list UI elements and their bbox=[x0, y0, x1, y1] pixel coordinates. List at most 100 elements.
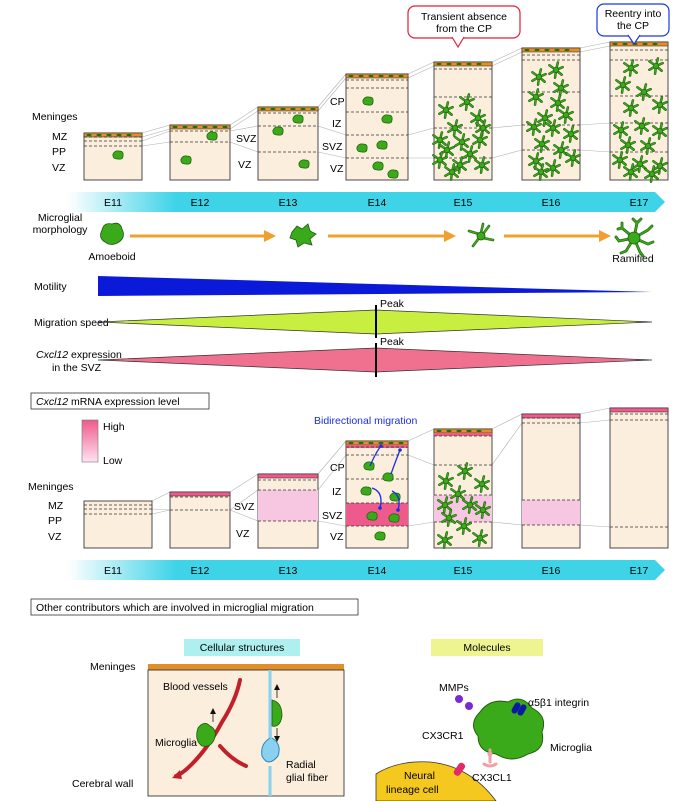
connector-top bbox=[229, 110, 259, 130]
process-fill bbox=[444, 163, 460, 181]
process-fill bbox=[432, 151, 448, 169]
meningeal-cell bbox=[172, 125, 178, 129]
connector-top bbox=[491, 51, 523, 67]
cxcl12-meningeal-band bbox=[257, 473, 319, 479]
connector-bottom bbox=[491, 521, 523, 526]
cxcl12-meningeal-band bbox=[521, 413, 581, 419]
b-label-iz-e14: IZ bbox=[332, 486, 342, 498]
cell-body bbox=[555, 100, 561, 106]
process-fill bbox=[474, 156, 490, 174]
expression-block-E15 bbox=[433, 428, 493, 549]
expression-legend: High Low bbox=[81, 419, 125, 467]
cell-body bbox=[570, 155, 576, 161]
connector-bottom bbox=[407, 454, 435, 466]
cell-body bbox=[437, 137, 443, 143]
microglia-amoeboid bbox=[372, 161, 384, 171]
microglia-ramified bbox=[652, 122, 668, 140]
label-vz-e13: VZ bbox=[238, 159, 252, 171]
microglia-ramified bbox=[623, 99, 639, 117]
meningeal-cell bbox=[524, 48, 530, 52]
cell-body bbox=[563, 112, 569, 118]
migration-arrowhead bbox=[379, 444, 383, 448]
layer-connector-lines bbox=[141, 41, 611, 159]
process-fill bbox=[528, 152, 544, 170]
meningeal-cell bbox=[290, 107, 296, 111]
cx3cr1-label: CX3CR1 bbox=[422, 730, 464, 742]
meninges-layer bbox=[521, 47, 581, 53]
vessel-arrow-head bbox=[172, 770, 182, 779]
callout-reentry-line1: Reentry into bbox=[605, 8, 662, 20]
cell-body bbox=[558, 147, 564, 153]
migration-arrow bbox=[390, 449, 401, 475]
connector-bottom bbox=[229, 509, 259, 522]
motility-row: Motility bbox=[34, 276, 652, 296]
meningeal-cell bbox=[126, 133, 132, 137]
meningeal-cell bbox=[436, 62, 442, 66]
meningeal-cell bbox=[388, 441, 394, 445]
process-fill bbox=[648, 57, 664, 75]
microglia-ramified bbox=[441, 509, 457, 527]
process-fill bbox=[545, 119, 561, 137]
morphology-row: Microglial morphology Amoeboid bbox=[33, 212, 655, 265]
microglia-amoeboid bbox=[387, 169, 399, 179]
microglia-ramified bbox=[648, 57, 664, 75]
meningeal-cell bbox=[106, 133, 112, 137]
label-mz: MZ bbox=[52, 131, 68, 143]
mmp-molecule-1 bbox=[455, 695, 463, 703]
contributors-title-box bbox=[30, 598, 359, 616]
process-fill bbox=[475, 501, 491, 519]
microglia-ramified bbox=[652, 96, 668, 114]
connector-top bbox=[579, 149, 611, 153]
cxcl12-svz-label-line1: Cxcl12 expression bbox=[36, 349, 122, 361]
microglia-ramified bbox=[450, 485, 466, 503]
microglia-ramified bbox=[462, 496, 478, 514]
cell-body bbox=[461, 523, 467, 529]
meningeal-cell bbox=[86, 133, 92, 137]
connector-bottom bbox=[407, 428, 435, 442]
microglia-ramified bbox=[652, 157, 668, 175]
process-fill bbox=[553, 79, 569, 97]
morphology-arrow-3 bbox=[504, 230, 611, 242]
migration-arrowhead bbox=[398, 448, 402, 452]
microglia-on-vessel bbox=[196, 723, 216, 747]
stage-block-E17 bbox=[609, 41, 669, 183]
timeline-label-bottom-E12: E12 bbox=[191, 565, 210, 577]
cell-body bbox=[620, 82, 626, 88]
meningeal-cell bbox=[368, 74, 374, 78]
connector-bottom bbox=[579, 407, 611, 415]
process-fill bbox=[553, 141, 569, 159]
cell-body bbox=[542, 115, 548, 121]
migration-speed-label: Migration speed bbox=[34, 317, 109, 329]
cortex-stage-blocks bbox=[83, 41, 669, 183]
microglia-amoeboid bbox=[292, 114, 304, 124]
morphology-label-line1: Microglial bbox=[38, 212, 82, 224]
process-fill bbox=[472, 529, 488, 547]
microglia-mol-label: Microglia bbox=[550, 742, 592, 754]
callout-absence-line2: from the CP bbox=[436, 23, 492, 35]
connector-bottom bbox=[317, 520, 347, 527]
connector-top bbox=[317, 77, 347, 112]
cx3cl1-ligand bbox=[453, 762, 466, 776]
b-label-mz: MZ bbox=[48, 500, 64, 512]
microglia-ramified bbox=[640, 137, 656, 155]
meningeal-cell bbox=[456, 429, 462, 433]
connector-top bbox=[141, 124, 171, 134]
cell-body bbox=[446, 515, 452, 521]
cell-body bbox=[533, 158, 539, 164]
cell-body bbox=[475, 115, 481, 121]
process-fill bbox=[640, 137, 656, 155]
semi-ramified-microglia-icon bbox=[467, 222, 495, 248]
cxcl12-mz-band bbox=[346, 445, 408, 448]
process-fill bbox=[447, 119, 463, 137]
stage-block-E15 bbox=[432, 61, 493, 181]
microglia-amoeboid bbox=[363, 461, 375, 471]
amoeboid-microglia-icon bbox=[100, 222, 124, 245]
bidirectional-label: Bidirectional migration bbox=[314, 415, 417, 427]
cell-body bbox=[536, 74, 542, 80]
microglia-amoeboid bbox=[180, 155, 192, 165]
microglia-ramified bbox=[636, 83, 652, 101]
top-panel: Meninges MZ PP VZ SVZ VZ CP IZ SVZ VZ Tr… bbox=[32, 3, 670, 212]
process-fill bbox=[452, 156, 468, 174]
callout-reentry: Reentry into the CP bbox=[596, 3, 670, 46]
microglia-ramified bbox=[475, 501, 491, 519]
